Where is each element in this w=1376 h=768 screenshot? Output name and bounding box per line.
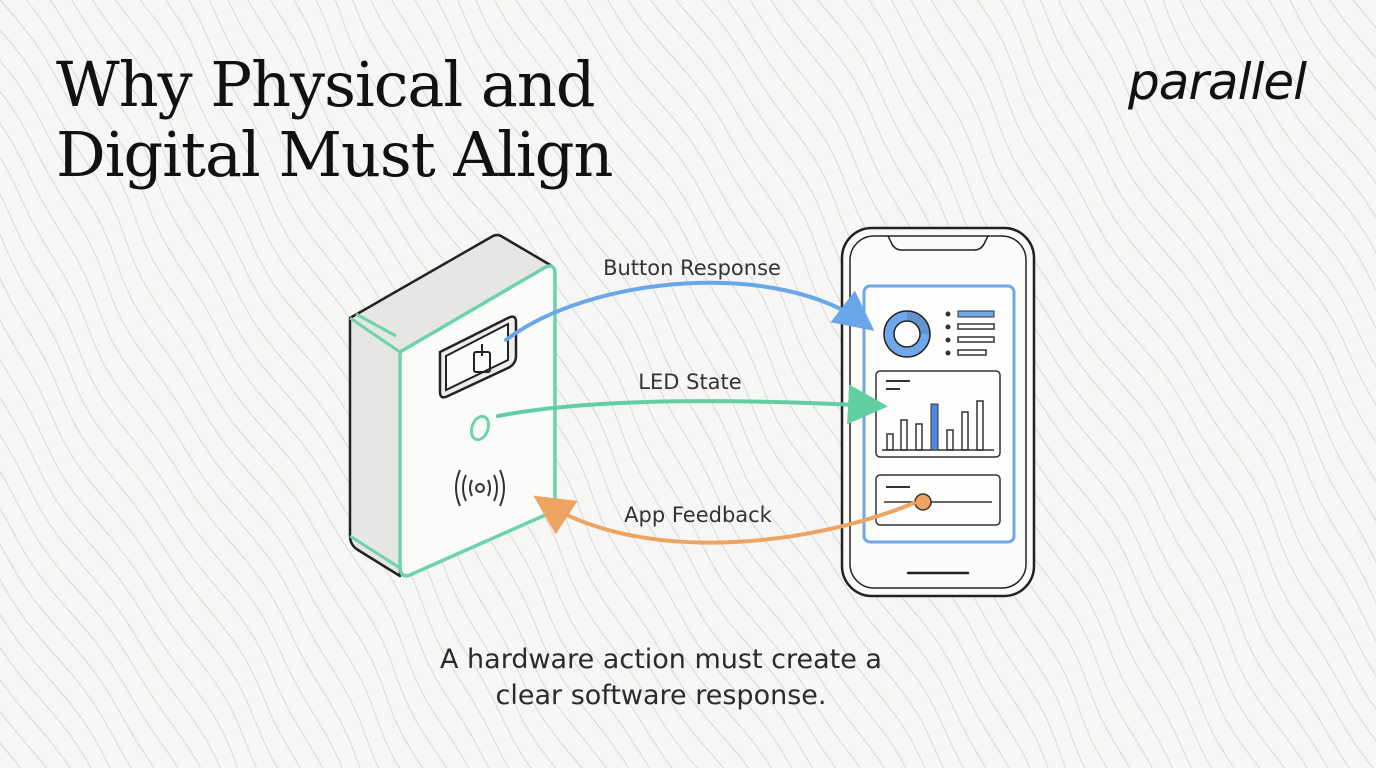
background-wave-line [0,0,470,768]
hardware-device [348,233,557,578]
background-wave-line [0,156,361,768]
background-wave-line [843,0,1308,768]
background-wave-line [792,0,1261,768]
background-wave-line [0,396,239,768]
background-wave-line [334,0,814,768]
background-wave-line [0,122,380,768]
background-wave-line [1199,0,1376,254]
background-wave-line [370,0,862,768]
background-wave-line [1021,0,1376,604]
background-wave-line [586,0,1067,768]
background-wave-line [0,507,179,768]
app-feedback-label: App Feedback [624,503,773,527]
caption-line-2: clear software response. [495,680,827,711]
power-icon [473,344,491,373]
button-response-arrow [504,280,875,342]
slider-icon[interactable] [875,474,1001,526]
background-wave-line [0,91,401,768]
background-wave-line [352,0,837,768]
background-wave-line [26,0,490,768]
led-state-label: LED State [638,370,741,394]
wireless-signal-icon [455,469,505,507]
background-wave-line [868,0,1329,768]
phone-notch [887,235,989,251]
background-wave-line [0,193,343,768]
background-wave-line [0,646,92,768]
background-wave-line [0,434,221,768]
background-wave-line [952,0,1376,710]
background-wave-line [391,0,885,768]
background-wave-line [817,0,1286,768]
led-indicator-icon [469,414,491,442]
list-widget [945,310,995,356]
background-wave-line [71,0,532,768]
background-wave-line [1100,0,1376,445]
donut-chart-icon [883,310,931,358]
background-wave-line [0,543,155,768]
background-wave-line [890,0,1350,768]
caption-line-1: A hardware action must create a [440,644,882,675]
background-wave-line [1077,0,1376,483]
background-wave-line [1123,0,1376,406]
background-wave-line [0,579,132,768]
slide-title: Why Physical and Digital Must Align [56,48,613,191]
background-wave-line [1245,0,1376,185]
background-wave-line [910,0,1374,768]
background-wave-line [0,233,323,768]
background-wave-line [1221,0,1376,218]
background-wave-line [0,29,448,768]
background-wave-line [1180,0,1376,291]
background-wave-line [92,0,557,768]
background-wave-line [49,0,510,768]
background-wave-line [0,276,301,768]
smartphone [840,226,1036,598]
background-wave-line [1058,0,1376,523]
title-line-2: Digital Must Align [56,118,613,191]
brand-logo: parallel [1128,53,1307,111]
bar-chart-icon [875,370,1001,458]
background-wave-line [1268,0,1376,153]
device-top-edge [355,312,397,338]
slider-thumb[interactable] [914,493,932,511]
background-wave-line [1040,0,1376,564]
background-wave-line [563,0,1049,768]
app-feedback-arrow [533,495,916,545]
led-state-arrow [496,384,888,425]
background-wave-line [1144,0,1376,368]
background-wave-line [0,358,258,768]
slide-caption: A hardware action must create a clear so… [300,642,1022,714]
background-wave-line [0,319,279,768]
device-button[interactable] [438,315,518,399]
background-wave-line [539,0,1031,768]
background-wave-line [977,0,1376,677]
background-wave-line [1000,0,1376,642]
background-wave-line [0,470,202,768]
background-wave-line [315,0,793,768]
background-wave-line [0,59,424,768]
button-response-label: Button Response [603,256,781,280]
background-wave-line [1162,0,1376,330]
title-line-1: Why Physical and [56,48,596,121]
background-wave-line [0,613,111,768]
background-wave-line [930,0,1376,742]
